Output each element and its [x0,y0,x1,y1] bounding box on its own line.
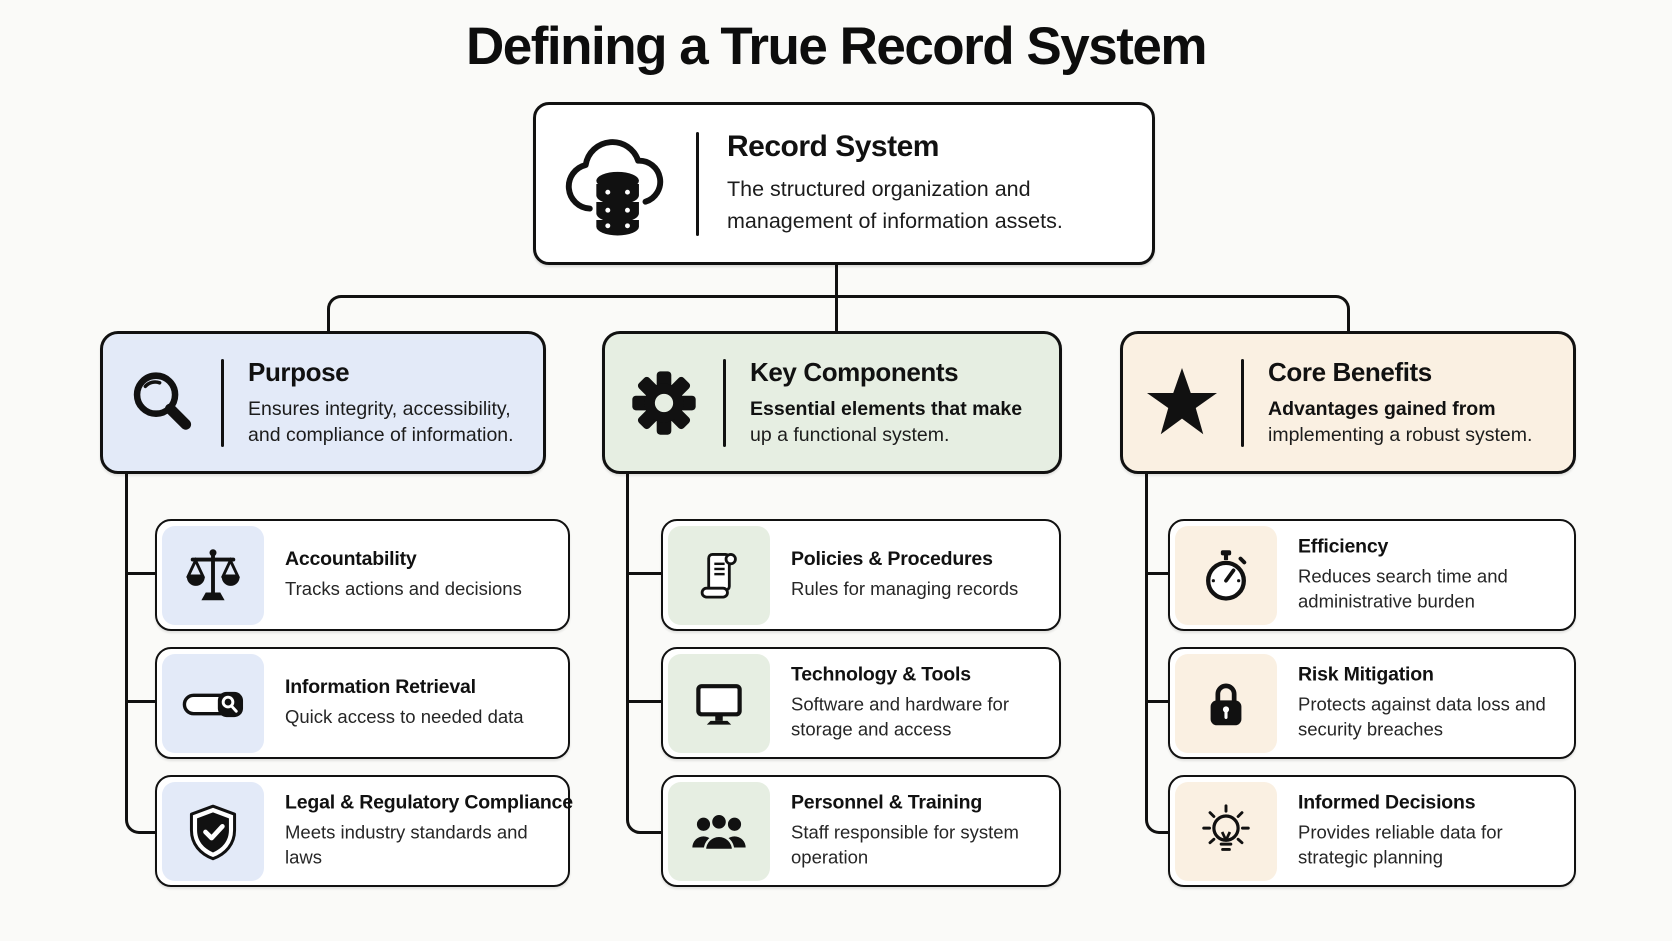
star-icon [1142,363,1222,443]
monitor-icon [689,674,749,734]
card-title: Efficiency [1298,535,1389,558]
connector-purpose-vertical [125,470,128,820]
connector-purpose-elbow [125,816,158,834]
card-description: Staff responsible for system operation [791,821,1019,868]
scroll-icon [689,546,749,606]
connector-purpose-stub-2 [125,700,157,703]
purpose-title: Purpose [248,356,350,387]
card-title: Risk Mitigation [1298,663,1434,686]
card-information-retrieval: Information Retrieval Quick access to ne… [155,647,570,759]
branch-header-key-components: Key Components Essential elements that m… [602,331,1062,474]
card-title: Legal & Regulatory Compliance [285,791,573,814]
card-icon-panel [162,526,264,625]
card-title: Information Retrieval [285,676,476,699]
benefits-title: Core Benefits [1268,356,1432,387]
purpose-desc-line1: Ensures integrity, accessibility, [248,397,511,420]
connector-components-stub-1 [626,572,663,575]
connector-root-vertical [835,264,838,332]
benefits-desc-line2: implementing a robust system. [1268,424,1533,446]
connector-elbow-right [1331,295,1350,335]
root-icon-wrap [536,125,696,243]
connector-purpose-stub-1 [125,572,157,575]
search-bar-icon [182,673,244,735]
card-policies-procedures: Policies & Procedures Rules for managing… [661,519,1061,631]
connector-components-elbow [626,816,664,834]
card-description: Provides reliable data for strategic pla… [1298,821,1503,868]
card-title: Policies & Procedures [791,548,993,571]
benefits-icon-wrap [1123,363,1241,443]
card-technology-tools: Technology & Tools Software and hardware… [661,647,1061,759]
shield-check-icon [183,802,243,862]
card-description: Meets industry standards and laws [285,821,528,868]
card-legal-regulatory-compliance: Legal & Regulatory Compliance Meets indu… [155,775,573,887]
connector-components-stub-2 [626,700,663,703]
components-icon-wrap [605,364,723,442]
benefits-divider [1241,358,1244,447]
benefits-desc-line1: Advantages gained from [1268,397,1496,420]
card-description: Software and hardware for storage and ac… [791,693,1010,740]
card-title: Informed Decisions [1298,791,1476,814]
card-title: Accountability [285,548,417,571]
root-divider [696,131,699,236]
card-description: Quick access to needed data [285,706,524,728]
purpose-icon-wrap [103,365,221,441]
card-icon-panel [1175,526,1277,625]
connector-benefits-stub-2 [1145,700,1170,703]
root-title: Record System [727,130,939,164]
branch-header-core-benefits: Core Benefits Advantages gained from imp… [1120,331,1576,474]
card-description: Rules for managing records [791,578,1019,600]
purpose-divider [221,358,224,447]
card-icon-panel [1175,782,1277,881]
connector-branch-horizontal [341,295,1331,298]
lightbulb-icon [1195,801,1257,863]
connector-benefits-elbow [1145,816,1171,834]
card-icon-panel [162,654,264,753]
card-personnel-training: Personnel & Training Staff responsible f… [661,775,1061,887]
card-icon-panel [1175,654,1277,753]
purpose-desc-line2: and compliance of information. [248,424,514,446]
connector-benefits-vertical [1145,470,1148,820]
cloud-database-icon [557,125,675,243]
components-divider [723,358,726,447]
card-icon-panel [162,782,264,881]
card-description: Tracks actions and decisions [285,578,522,600]
components-title: Key Components [750,356,959,387]
card-title: Personnel & Training [791,791,983,814]
root-node-record-system: Record System The structured organizatio… [533,102,1155,265]
scales-icon [182,545,244,607]
card-risk-mitigation: Risk Mitigation Protects against data lo… [1168,647,1576,759]
magnifier-icon [124,365,200,441]
gear-icon [625,364,703,442]
card-title: Technology & Tools [791,663,971,686]
card-informed-decisions: Informed Decisions Provides reliable dat… [1168,775,1576,887]
card-icon-panel [668,526,770,625]
card-accountability: Accountability Tracks actions and decisi… [155,519,570,631]
people-group-icon [688,801,750,863]
branch-header-purpose: Purpose Ensures integrity, accessibility… [100,331,546,474]
connector-components-vertical [626,470,629,820]
card-icon-panel [668,654,770,753]
card-description: Reduces search time and administrative b… [1298,565,1508,612]
connector-elbow-left [327,295,346,335]
card-efficiency: Efficiency Reduces search time and admin… [1168,519,1576,631]
connector-benefits-stub-1 [1145,572,1170,575]
stopwatch-icon [1196,546,1256,606]
components-desc-line2: up a functional system. [750,424,950,446]
card-description: Protects against data loss and security … [1298,693,1546,740]
padlock-icon [1197,675,1255,733]
root-description: The structured organization and manageme… [727,177,1063,233]
components-desc-line1: Essential elements that make [750,397,1023,420]
card-icon-panel [668,782,770,881]
page-title: Defining a True Record System [466,17,1207,76]
